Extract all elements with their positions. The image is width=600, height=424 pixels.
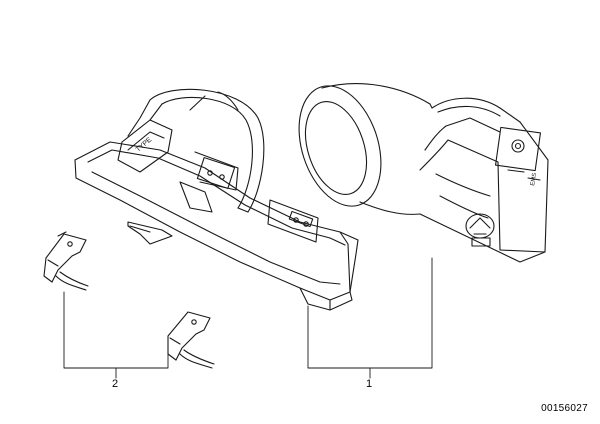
callout-1: 1 bbox=[366, 378, 373, 390]
lid-marking: TYPE bbox=[135, 136, 154, 153]
strap-label-tab bbox=[117, 119, 173, 173]
holder-strap bbox=[127, 88, 265, 213]
mounting-clip-a bbox=[43, 231, 89, 291]
document-number: 00156027 bbox=[541, 403, 588, 414]
flashlight-body bbox=[298, 83, 549, 263]
side-marking: EMS bbox=[530, 172, 538, 186]
callout-leaders bbox=[63, 257, 433, 379]
callout-2: 2 bbox=[112, 378, 119, 390]
mounting-clip-b bbox=[167, 311, 215, 369]
holder-cradle bbox=[74, 141, 359, 311]
